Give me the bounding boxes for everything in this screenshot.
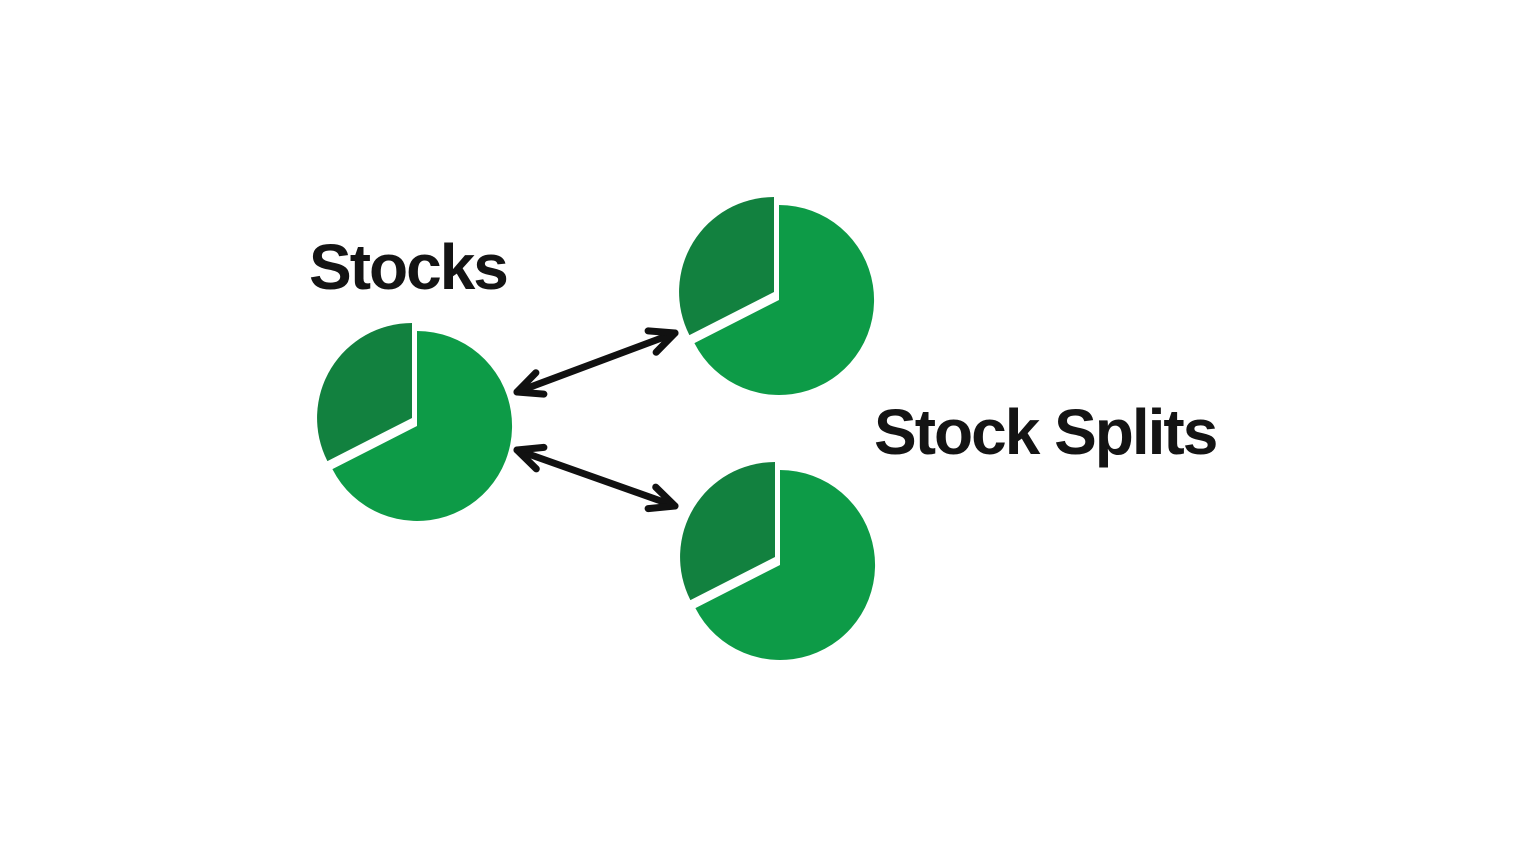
arrow-top-head-right	[644, 327, 679, 356]
split-pie-bottom-body	[695, 470, 876, 660]
split-pie-bottom-wedge	[680, 462, 775, 601]
stocks-pie-wedge	[317, 323, 412, 462]
arrow-top-head-left	[513, 369, 548, 398]
arrow-bottom	[513, 443, 679, 513]
arrow-top	[513, 327, 679, 398]
split-pie-bottom	[680, 462, 876, 660]
stocks-pie-body	[332, 331, 513, 521]
label-stocks: Stocks	[309, 231, 509, 303]
split-pie-top-wedge	[679, 197, 774, 336]
split-pie-top-body	[694, 204, 875, 395]
arrow-bottom-shaft	[513, 446, 679, 510]
stocks-pie	[317, 323, 513, 521]
label-stock-splits: Stock Splits	[874, 396, 1218, 468]
arrow-bottom-head-right	[644, 483, 679, 513]
arrow-bottom-head-left	[513, 443, 548, 473]
arrow-top-shaft	[513, 329, 679, 396]
split-pie-top	[679, 197, 875, 395]
